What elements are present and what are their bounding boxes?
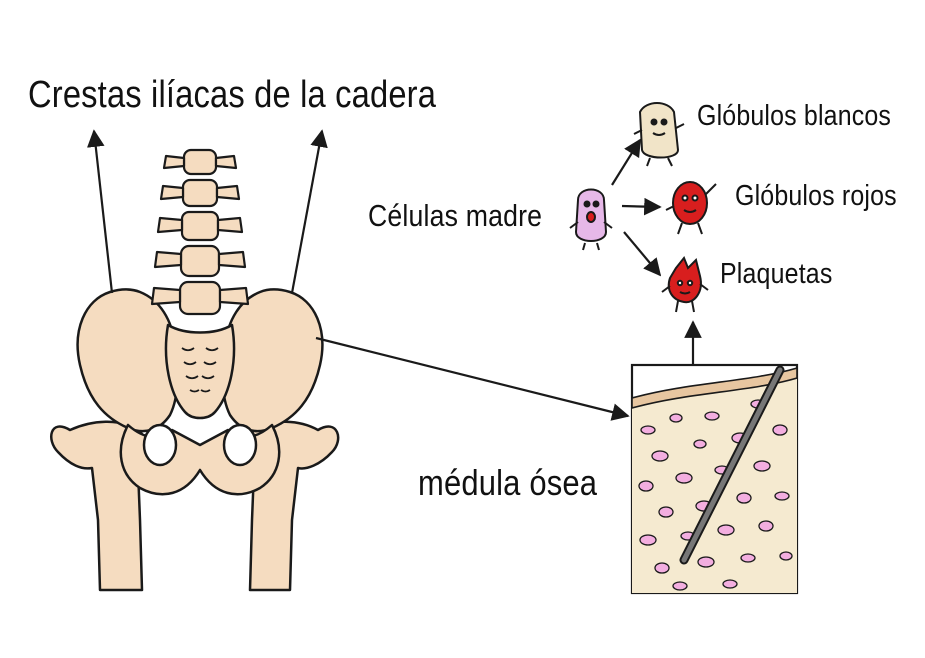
stem-cell-character [569, 188, 613, 251]
arrow-to-red-cell [621, 197, 662, 216]
arrow-right-iliac-crest [290, 129, 328, 294]
white-cells-label: Glóbulos blancos [697, 100, 892, 132]
arrow-to-white-cell [611, 138, 641, 186]
arrow-left-iliac-crest [87, 129, 114, 294]
red-cells-label: Glóbulos rojos [735, 180, 897, 212]
stem-cells-label: Células madre [368, 198, 543, 233]
bone-marrow-cross-section [630, 363, 799, 595]
bone-marrow-label: médula ósea [418, 462, 598, 503]
platelets-label: Plaquetas [720, 258, 833, 290]
platelet-character [661, 256, 709, 313]
red-cell-character [665, 181, 717, 235]
white-cell-character [633, 102, 685, 167]
arrow-to-platelet [623, 231, 662, 277]
iliac-crests-label: Crestas ilíacas de la cadera [28, 74, 437, 116]
biopsy-needle [679, 365, 785, 565]
obturator-foramen [142, 423, 258, 467]
sacrum-foramina [181, 347, 219, 393]
spine-illustration [150, 148, 250, 316]
arrow-to-marrow [315, 336, 630, 421]
